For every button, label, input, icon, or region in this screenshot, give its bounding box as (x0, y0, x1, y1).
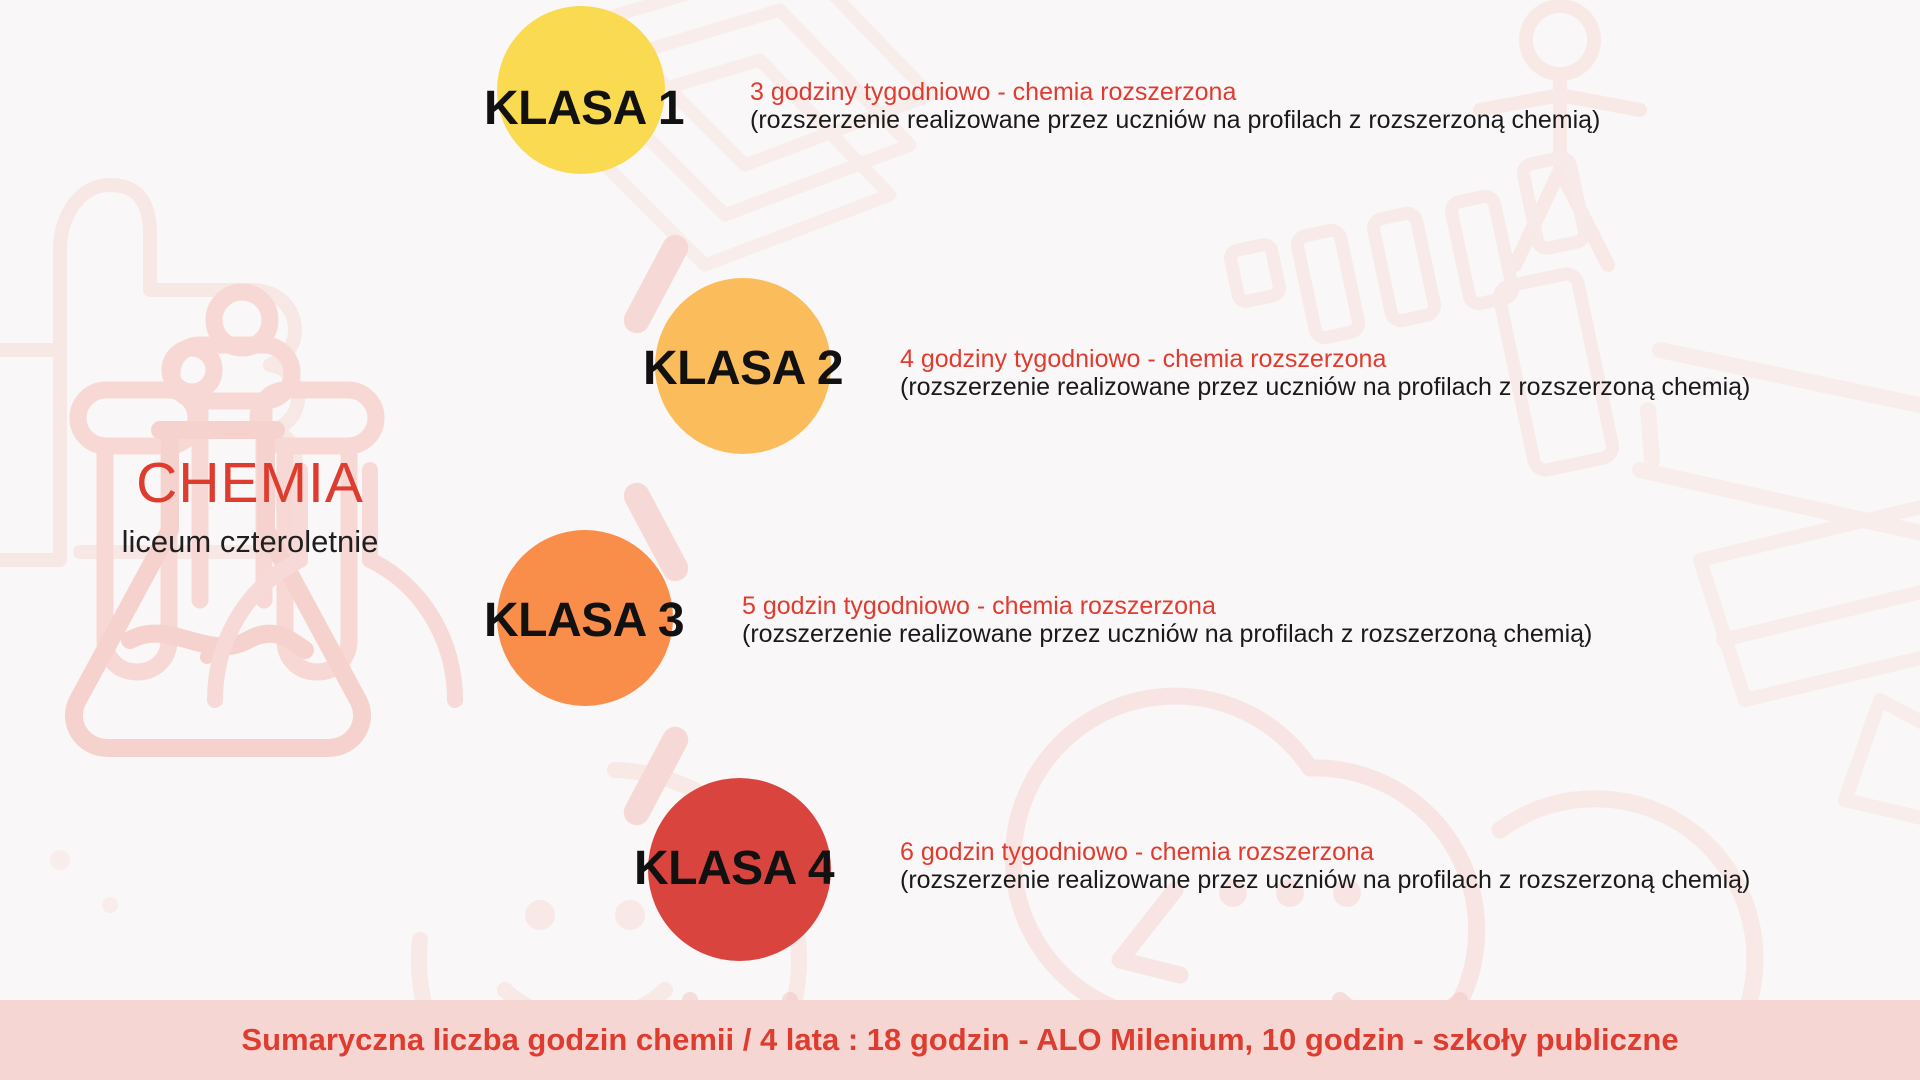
timeline-description-klasa-2: 4 godziny tygodniowo - chemia rozszerzon… (900, 345, 1750, 401)
timeline-label-klasa-4: KLASA 4 (634, 842, 835, 895)
page-title: CHEMIA (136, 451, 364, 515)
timeline-note-klasa-4: (rozszerzenie realizowane przez uczniów … (900, 866, 1751, 894)
subject-title-block: CHEMIA liceum czteroletnie (0, 451, 500, 559)
page-subtitle: liceum czteroletnie (121, 524, 379, 559)
timeline-description-klasa-4: 6 godzin tygodniowo - chemia rozszerzona… (900, 838, 1750, 894)
timeline-circle-klasa-2[interactable] (655, 278, 831, 454)
timeline-description-klasa-3: 5 godzin tygodniowo - chemia rozszerzona… (742, 592, 1592, 648)
timeline-note-klasa-3: (rozszerzenie realizowane przez uczniów … (742, 620, 1593, 648)
timeline-hours-klasa-4: 6 godzin tygodniowo - chemia rozszerzona (900, 838, 1374, 866)
timeline-note-klasa-2: (rozszerzenie realizowane przez uczniów … (900, 373, 1751, 401)
timeline-circle-klasa-3[interactable] (497, 530, 673, 706)
timeline-label-klasa-3: KLASA 3 (484, 594, 685, 647)
timeline-description-klasa-1: 3 godziny tygodniowo - chemia rozszerzon… (750, 78, 1600, 134)
timeline-label-klasa-1: KLASA 1 (484, 82, 685, 135)
timeline-note-klasa-1: (rozszerzenie realizowane przez uczniów … (750, 106, 1601, 134)
summary-banner: Sumaryczna liczba godzin chemii / 4 lata… (0, 1000, 1920, 1080)
timeline-label-klasa-2: KLASA 2 (643, 342, 844, 395)
summary-banner-text: Sumaryczna liczba godzin chemii / 4 lata… (241, 1022, 1679, 1057)
timeline-hours-klasa-3: 5 godzin tygodniowo - chemia rozszerzona (742, 592, 1216, 620)
timeline-hours-klasa-2: 4 godziny tygodniowo - chemia rozszerzon… (900, 345, 1387, 373)
timeline-hours-klasa-1: 3 godziny tygodniowo - chemia rozszerzon… (750, 78, 1237, 106)
